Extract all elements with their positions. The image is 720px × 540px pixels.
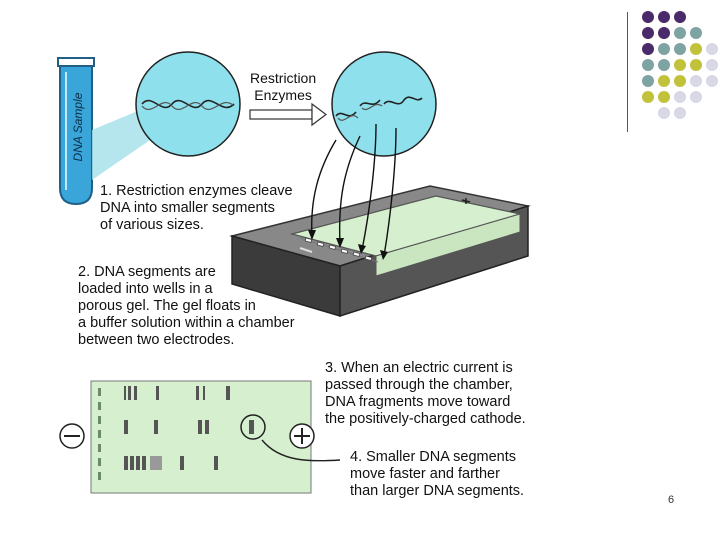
step-4-line: move faster and farther bbox=[350, 466, 500, 482]
enzyme-label: Restriction Enzymes bbox=[250, 70, 316, 104]
step-1-line: DNA into smaller segments bbox=[100, 200, 275, 216]
step-1-line: of various sizes. bbox=[100, 217, 204, 233]
arrow-right-icon bbox=[249, 102, 327, 127]
divider-line bbox=[627, 12, 628, 132]
page-number: 6 bbox=[668, 494, 675, 506]
enzyme-label-line2: Enzymes bbox=[254, 87, 312, 103]
dna-circle-whole bbox=[135, 51, 241, 157]
step-3-text: 3. When an electric current is passed th… bbox=[325, 360, 526, 428]
step-4-line: than larger DNA segments. bbox=[350, 483, 525, 499]
loading-arrows bbox=[311, 123, 397, 257]
decorative-dot-grid bbox=[642, 11, 718, 119]
step-2-text: 2. DNA segments are loaded into wells in… bbox=[78, 264, 295, 349]
dna-circle-cleaved bbox=[331, 51, 437, 157]
step-2-line: between two electrodes. bbox=[78, 332, 235, 348]
arrowheads bbox=[308, 230, 388, 260]
step-2-line: a buffer solution within a chamber bbox=[78, 315, 295, 331]
step-2-line: loaded into wells in a bbox=[78, 281, 213, 297]
negative-electrode-icon bbox=[59, 423, 85, 449]
zoom-cone bbox=[92, 110, 150, 180]
step-3-line: passed through the chamber, bbox=[325, 377, 513, 393]
dna-sample-tube bbox=[57, 57, 95, 206]
step-1-line: 1. Restriction enzymes cleave bbox=[100, 183, 293, 199]
step-2-line: 2. DNA segments are bbox=[78, 264, 216, 280]
step-2-line: porous gel. The gel floats in bbox=[78, 298, 256, 314]
step-3-line: 3. When an electric current is bbox=[325, 360, 513, 376]
step-3-line: DNA fragments move toward bbox=[325, 394, 511, 410]
electrophoresis-chamber bbox=[229, 185, 531, 318]
step-4-line: 4. Smaller DNA segments bbox=[350, 449, 517, 465]
step-1-text: 1. Restriction enzymes cleave DNA into s… bbox=[100, 183, 293, 234]
enzyme-label-line1: Restriction bbox=[250, 70, 317, 86]
step-4-text: 4. Smaller DNA segments move faster and … bbox=[350, 449, 524, 500]
gel-top-view bbox=[90, 380, 341, 494]
step-3-line: the positively-charged cathode. bbox=[325, 411, 526, 427]
positive-electrode-icon bbox=[289, 423, 315, 449]
tube-label: DNA Sample bbox=[71, 92, 85, 162]
